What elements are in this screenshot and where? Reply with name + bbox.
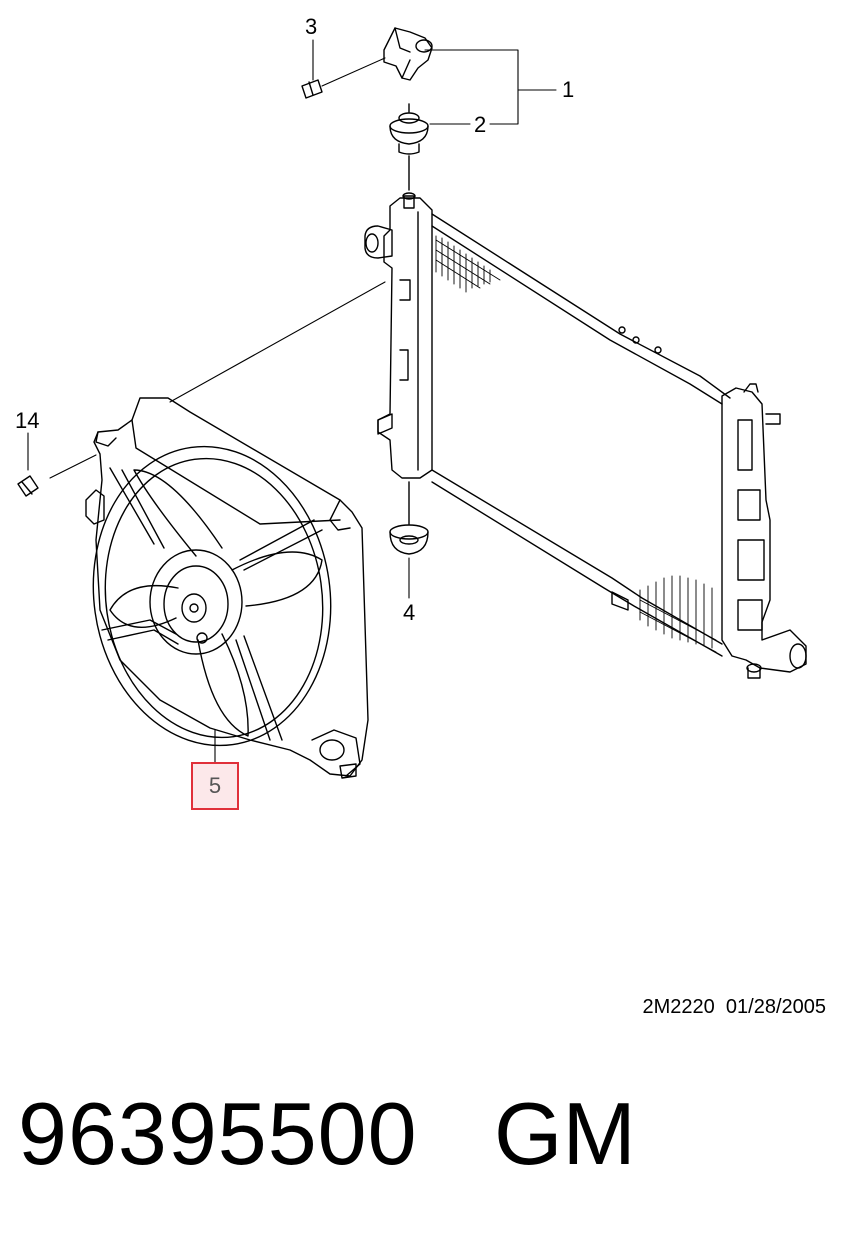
- leader-lines: [27, 39, 557, 763]
- part-number: 96395500: [18, 1084, 418, 1183]
- callout-3[interactable]: 3: [305, 14, 318, 39]
- fan-shroud-assembly-part-5[interactable]: [74, 397, 369, 779]
- bolt-part-3[interactable]: [301, 79, 323, 99]
- callout-5-highlighted[interactable]: 5: [191, 762, 239, 810]
- radiator-assembly[interactable]: [364, 192, 807, 679]
- drawing-reference: 2M2220 01/28/2005: [642, 996, 827, 1018]
- bolt-part-14[interactable]: [17, 475, 39, 497]
- bracket-part-1[interactable]: [383, 27, 433, 81]
- callout-2[interactable]: 2: [474, 112, 487, 137]
- insulator-part-4[interactable]: [389, 481, 429, 555]
- callout-14[interactable]: 14: [15, 408, 40, 433]
- brand-label: GM: [494, 1084, 636, 1183]
- insulator-part-2[interactable]: [389, 103, 429, 191]
- callout-5-label: 5: [208, 773, 222, 798]
- callout-4[interactable]: 4: [403, 600, 416, 625]
- callout-1[interactable]: 1: [562, 77, 575, 102]
